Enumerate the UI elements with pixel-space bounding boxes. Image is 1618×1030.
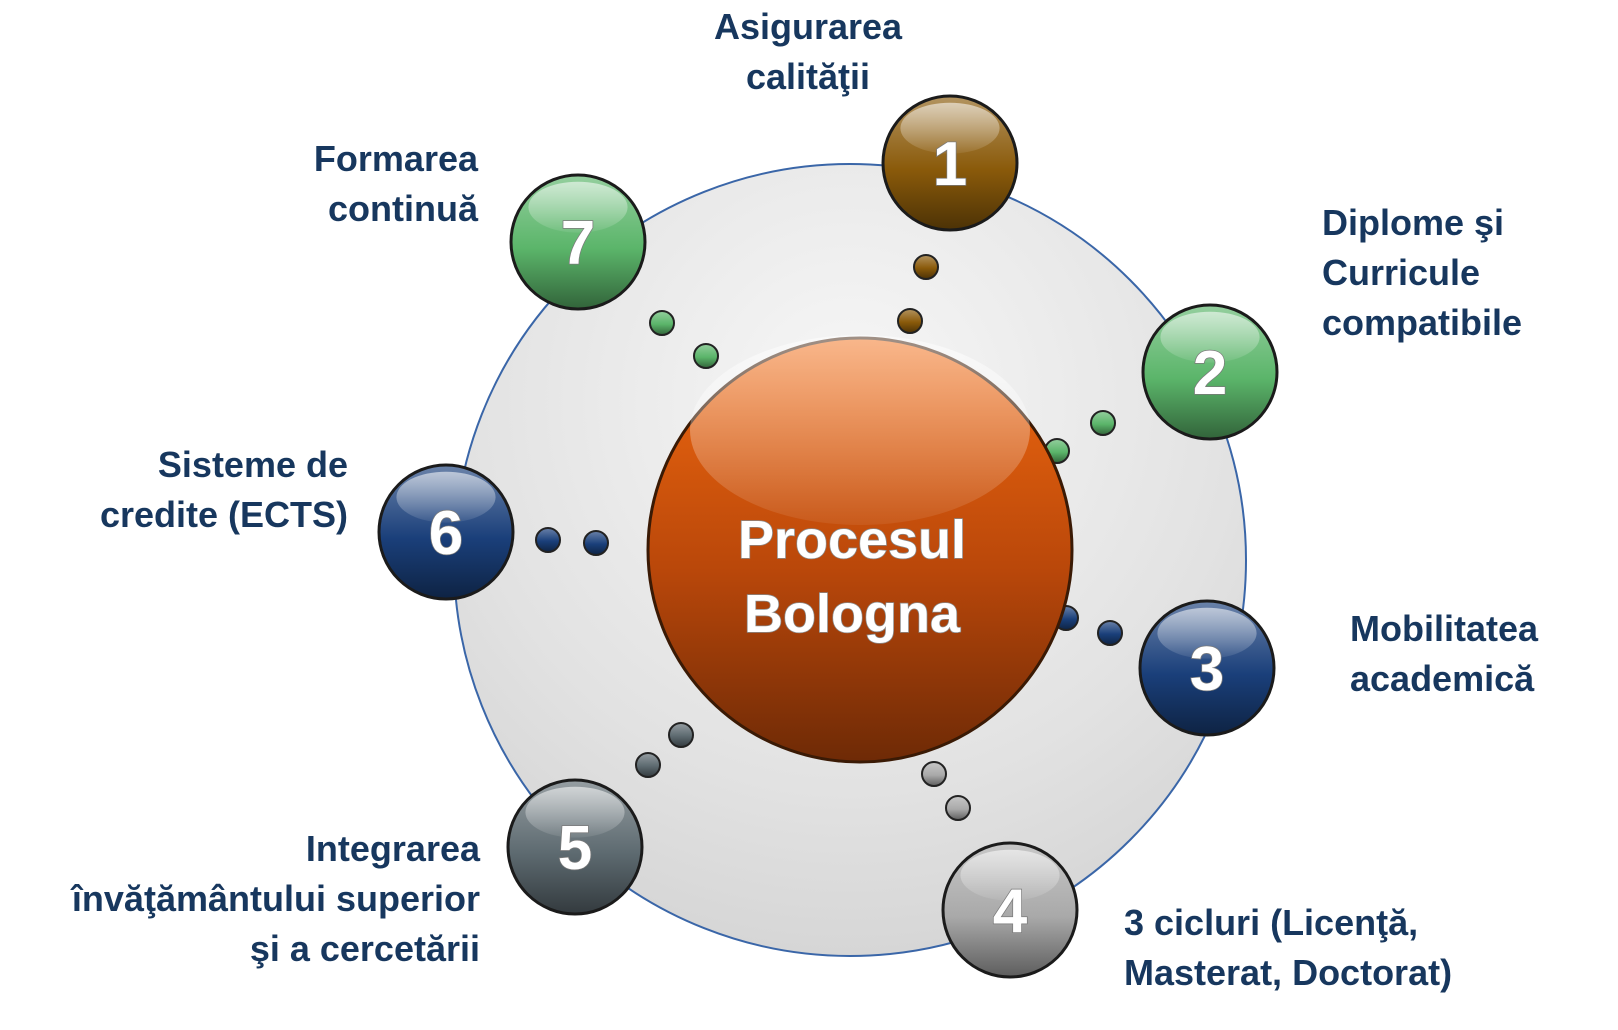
connector-dot-4-1 — [921, 761, 947, 787]
label-node-1-line1: Asigurarea — [713, 6, 903, 47]
connector-dot-7-2 — [693, 343, 719, 369]
node-sphere-4: 4 — [941, 841, 1079, 979]
node-number-3: 3 — [1190, 635, 1224, 704]
label-node-5: Integrarea învăţământului superior şi a … — [72, 824, 480, 974]
center-title-line1: Procesul — [738, 510, 966, 570]
label-node-2-line3: compatibile — [1322, 302, 1523, 343]
label-node-3-line2: academică — [1350, 658, 1535, 699]
label-node-4-line2: Masterat, Doctorat) — [1124, 952, 1453, 993]
label-node-6-line2: credite (ECTS) — [99, 494, 348, 535]
label-node-5-line1: Integrarea — [305, 828, 480, 869]
center-sphere: Procesul Bologna — [646, 335, 1074, 764]
center-title-line2: Bologna — [744, 584, 961, 644]
label-node-5-line3: şi a cercetării — [249, 928, 480, 969]
connector-dots — [535, 254, 1123, 821]
connector-dot-6-1 — [535, 527, 561, 553]
node-sphere-gloss-2 — [1160, 311, 1260, 363]
node-spheres: 1 2 3 4 5 6 7 — [377, 94, 1279, 979]
connector-dot-5-1 — [668, 722, 694, 748]
node-number-2: 2 — [1193, 339, 1227, 408]
node-sphere-1: 1 — [881, 94, 1019, 232]
label-node-5-line2: învăţământului superior — [71, 878, 480, 919]
node-number-1: 1 — [933, 130, 967, 199]
node-sphere-5: 5 — [506, 778, 644, 916]
label-node-2: Diplome şi Curricule compatibile — [1322, 198, 1522, 348]
node-sphere-gloss-7 — [528, 181, 628, 233]
node-sphere-2: 2 — [1141, 303, 1279, 441]
label-node-6: Sisteme de credite (ECTS) — [100, 440, 348, 540]
node-number-6: 6 — [429, 499, 463, 568]
label-node-7: Formarea continuă — [314, 134, 478, 234]
node-sphere-gloss-5 — [525, 786, 625, 838]
label-node-4: 3 cicluri (Licenţă, Masterat, Doctorat) — [1124, 898, 1452, 998]
label-node-4-line1: 3 cicluri (Licenţă, — [1124, 902, 1419, 943]
label-node-7-line2: continuă — [328, 188, 478, 229]
node-sphere-gloss-4 — [960, 849, 1060, 901]
node-sphere-gloss-3 — [1157, 607, 1257, 659]
label-node-3-line1: Mobilitatea — [1350, 608, 1539, 649]
connector-dot-4-2 — [945, 795, 971, 821]
label-node-2-line1: Diplome şi — [1322, 202, 1505, 243]
connector-dot-1-1 — [913, 254, 939, 280]
connector-dot-1-2 — [897, 308, 923, 334]
node-sphere-6: 6 — [377, 463, 515, 601]
node-sphere-3: 3 — [1138, 599, 1276, 737]
node-number-4: 4 — [993, 877, 1028, 946]
label-node-2-line2: Curricule — [1322, 252, 1481, 293]
label-node-3: Mobilitatea academică — [1350, 604, 1538, 704]
connector-dot-3-2 — [1097, 620, 1123, 646]
connector-dot-5-2 — [635, 752, 661, 778]
connector-dot-2-1 — [1090, 410, 1116, 436]
label-node-1: Asigurarea calităţii — [700, 2, 916, 102]
label-node-1-line2: calităţii — [745, 56, 871, 97]
node-number-7: 7 — [561, 209, 595, 278]
connector-dot-7-1 — [649, 310, 675, 336]
node-sphere-gloss-1 — [900, 102, 1000, 154]
label-node-7-line1: Formarea — [313, 138, 478, 179]
connector-dot-6-2 — [583, 530, 609, 556]
label-node-6-line1: Sisteme de — [157, 444, 348, 485]
node-sphere-7: 7 — [509, 173, 647, 311]
node-sphere-gloss-6 — [396, 471, 496, 523]
node-number-5: 5 — [558, 814, 592, 883]
